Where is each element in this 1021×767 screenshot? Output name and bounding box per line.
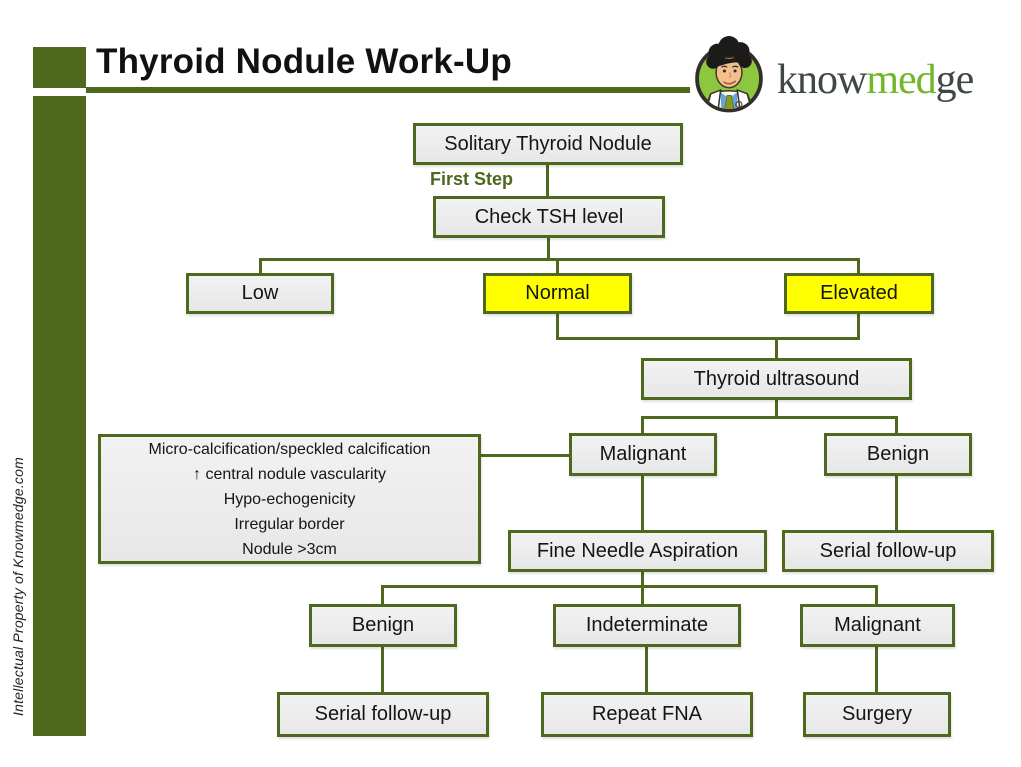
connector-line [259, 258, 262, 275]
node-repeat-fna: Repeat FNA [541, 692, 753, 737]
node-tsh-low: Low [186, 273, 334, 314]
logo-know: know [777, 57, 867, 103]
node-serial-follow-up-benign-us: Serial follow-up [782, 530, 994, 572]
title-underline [86, 87, 690, 93]
connector-line [381, 585, 878, 588]
connector-line [556, 258, 559, 275]
node-malignancy-criteria-list: Micro-calcification/speckled calcificati… [98, 434, 481, 564]
logo-med: med [866, 57, 936, 103]
connector-line [259, 258, 860, 261]
connector-line [556, 314, 559, 340]
connector-line [895, 476, 898, 532]
doctor-avatar-icon [695, 36, 763, 113]
criteria-line: Irregular border [234, 515, 345, 533]
connector-line [381, 585, 384, 606]
connector-line [641, 416, 898, 419]
logo-wordmark: knowmedge [777, 41, 975, 103]
watermark-text: Intellectual Property of Knowmedge.com [10, 457, 26, 716]
criteria-line: Micro-calcification/speckled calcificati… [148, 440, 431, 458]
connector-line [875, 585, 878, 606]
connector-line [547, 238, 550, 260]
criteria-line: ↑ central nodule vascularity [193, 465, 386, 483]
node-serial-follow-up-fna-benign: Serial follow-up [277, 692, 489, 737]
node-check-tsh-level: Check TSH level [433, 196, 665, 238]
knowmedge-logo: knowmedge [691, 28, 975, 114]
connector-line [381, 647, 384, 694]
node-fna-malignant: Malignant [800, 604, 955, 647]
connector-line [875, 647, 878, 694]
node-fna-benign: Benign [309, 604, 457, 647]
connector-line [895, 416, 898, 435]
node-solitary-thyroid-nodule: Solitary Thyroid Nodule [413, 123, 683, 165]
criteria-line: Nodule >3cm [242, 540, 337, 558]
connector-line [641, 476, 644, 532]
node-fine-needle-aspiration: Fine Needle Aspiration [508, 530, 767, 572]
connector-line [775, 400, 778, 418]
node-fna-indeterminate: Indeterminate [553, 604, 741, 647]
node-tsh-elevated: Elevated [784, 273, 934, 314]
node-thyroid-ultrasound: Thyroid ultrasound [641, 358, 912, 400]
connector-line [775, 337, 778, 360]
connector-line [857, 258, 860, 275]
first-step-label: First Step [430, 169, 514, 189]
node-ultrasound-benign: Benign [824, 433, 972, 476]
node-tsh-normal: Normal [483, 273, 632, 314]
connector-line [857, 314, 860, 340]
connector-line [641, 416, 644, 435]
connector-line [645, 647, 648, 694]
logo-ge: ge [935, 57, 975, 103]
node-ultrasound-malignant: Malignant [569, 433, 717, 476]
page-title: Thyroid Nodule Work-Up [96, 42, 512, 81]
left-accent-bar [33, 96, 86, 736]
node-surgery: Surgery [803, 692, 951, 737]
connector-line [481, 454, 569, 457]
connector-line [546, 165, 549, 196]
connector-line [556, 337, 860, 340]
accent-square [33, 47, 86, 88]
criteria-line: Hypo-echogenicity [223, 490, 356, 508]
connector-line [641, 572, 644, 606]
